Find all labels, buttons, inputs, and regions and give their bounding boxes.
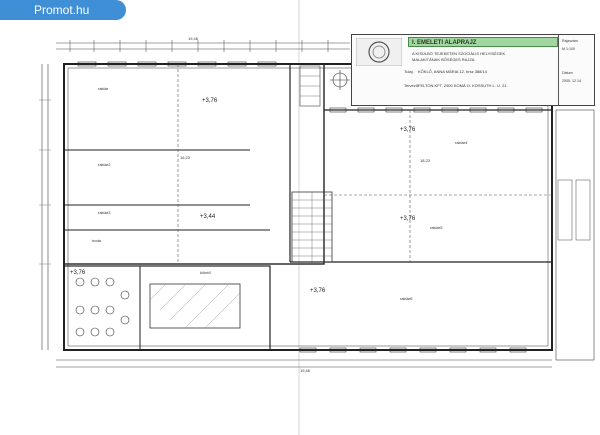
- level-mark: +3,76: [310, 288, 326, 294]
- level-mark: +3,76: [400, 127, 416, 133]
- room-label: raktár6: [400, 296, 413, 301]
- room-label: raktár4: [455, 140, 468, 145]
- room-label: raktár3: [98, 210, 111, 215]
- level-mark: +3,76: [400, 216, 416, 222]
- mid-long-dimension: 16,23: [180, 155, 191, 160]
- date-label: Dátum: [562, 71, 573, 75]
- bottom-total-dimension: 19,46: [300, 368, 311, 373]
- project-line-1: A KISÜLBÖ TEJEKETEN SZOCIÁLIS HELYISÉGEK: [412, 51, 506, 56]
- owner-value: KŐKLŐ, ANNA MÁRIA 12. hrsz 388/14: [418, 69, 487, 74]
- level-mark: +3,76: [70, 270, 86, 276]
- designer-value: FELTON KFT. 2900 KOMÁ O. KOSSUTH L. U. 2…: [418, 83, 508, 88]
- right-long-dimension: 18,23: [420, 158, 431, 163]
- titleblock-side-column: Rajzszám M 1:100 Dátum 2005. 12.14: [558, 35, 594, 105]
- room-label: raktár2: [98, 162, 111, 167]
- owner-label: Tulaj.: [404, 69, 414, 74]
- sheet-title: I. EMELETI ALAPRAJZ: [408, 37, 558, 47]
- company-logo: [356, 38, 402, 66]
- room-label: raktár5: [430, 225, 443, 230]
- scale-label: Rajzszám: [562, 39, 578, 43]
- room-label: kiöntő: [200, 270, 211, 275]
- level-mark: +3,44: [200, 214, 216, 220]
- designer-label: Tervező:: [404, 83, 420, 88]
- scale-value: M 1:100: [562, 47, 575, 51]
- top-total-dimension: 19,46: [188, 36, 199, 41]
- watermark-badge: Promot.hu: [0, 0, 126, 20]
- date-value: 2005. 12.14: [562, 79, 581, 83]
- room-label: iroda: [92, 238, 101, 243]
- project-line-2: MALAKITÁNAK BŐSÉGES RAJZA: [412, 57, 475, 62]
- room-label: raktár: [98, 86, 109, 91]
- title-block: I. EMELETI ALAPRAJZ A KISÜLBÖ TEJEKETEN …: [351, 34, 595, 106]
- level-mark: +3,76: [202, 98, 218, 104]
